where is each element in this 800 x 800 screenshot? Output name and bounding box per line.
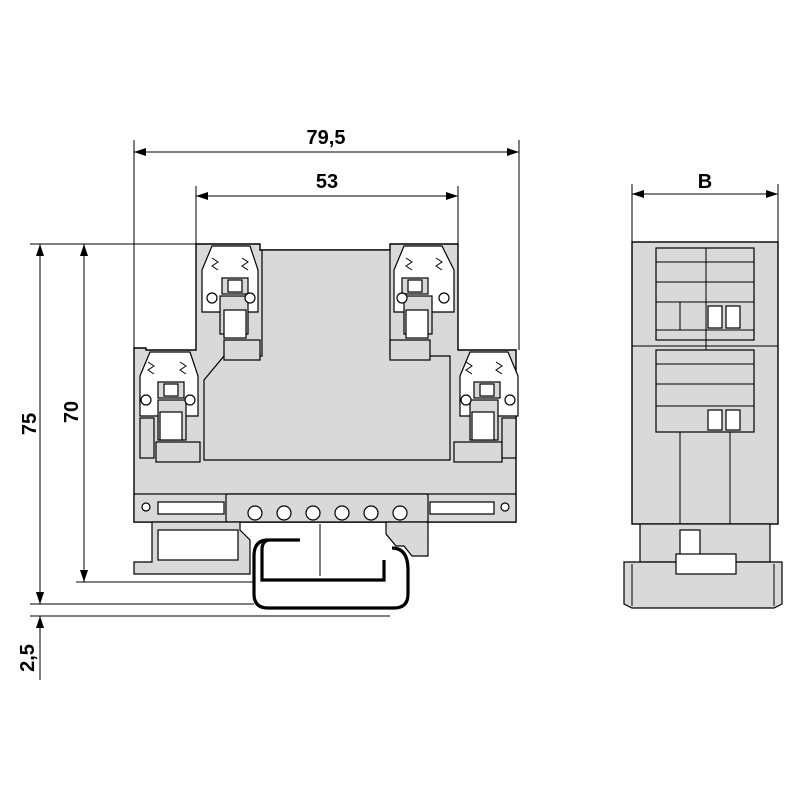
dimension-inner-width: 53 [195, 171, 459, 244]
dim-label-2-5: 2,5 [17, 644, 39, 672]
dim-label-70: 70 [61, 401, 83, 423]
dimension-rail-offset: 2,5 [17, 580, 268, 680]
center-hole [305, 505, 321, 521]
strip-hole [500, 502, 510, 512]
din-rail [252, 538, 410, 610]
center-hole [392, 505, 408, 521]
foot-window [157, 529, 239, 561]
strip-hole [141, 502, 151, 512]
strip-slot-left [157, 501, 225, 515]
foot-right [385, 521, 429, 557]
dimension-inner-height: 70 [61, 244, 254, 583]
side-foot-tab [675, 553, 737, 575]
strip-slot-right [429, 501, 495, 515]
center-hole [247, 505, 263, 521]
side-contact [725, 305, 741, 329]
terminal-lower-left [139, 351, 201, 463]
side-contact [725, 409, 741, 431]
center-hole [363, 505, 379, 521]
dimension-overall-height: 75 [19, 243, 254, 605]
dimension-side-width: B [631, 171, 779, 242]
terminal-upper-left [201, 245, 261, 361]
side-view [623, 241, 783, 609]
terminal-lower-right [453, 351, 519, 463]
center-hole [334, 505, 350, 521]
dim-label-75: 75 [19, 413, 41, 435]
side-rail [623, 561, 783, 609]
dim-label-b: B [698, 171, 712, 193]
side-contact [707, 305, 723, 329]
center-hole [276, 505, 292, 521]
dim-label-53: 53 [316, 171, 338, 193]
terminal-upper-right [389, 245, 455, 361]
side-contact [707, 409, 723, 431]
dim-label-79-5: 79,5 [307, 127, 346, 149]
front-view [133, 243, 519, 617]
din-rail-inner [260, 538, 386, 582]
